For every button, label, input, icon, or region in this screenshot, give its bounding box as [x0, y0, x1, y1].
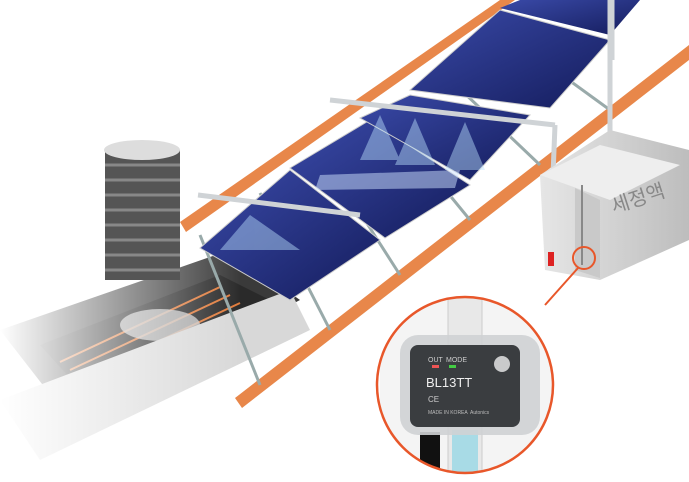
inset-ring	[375, 295, 555, 475]
sensor-detail-inset: OUT MODE BL13TT CE MADE IN KOREA Autonic…	[375, 295, 555, 475]
out-led	[432, 365, 439, 368]
sensor-callout-marker	[572, 246, 596, 270]
sensor-mode-label: MODE	[446, 357, 467, 364]
solar-panels	[199, 0, 640, 301]
sensor-model: BL13TT	[426, 375, 472, 390]
ce-mark: CE	[428, 395, 439, 404]
sensor-out-label: OUT	[428, 357, 444, 364]
cleaning-solution-tank: 세정액	[540, 130, 689, 306]
water-spray	[220, 115, 485, 250]
exhaust-duct	[104, 140, 180, 280]
mode-led	[449, 365, 456, 368]
brand-label: Autonics	[470, 410, 490, 416]
origin-label: MADE IN KOREA	[428, 410, 468, 416]
sensor-button[interactable]	[494, 356, 510, 372]
